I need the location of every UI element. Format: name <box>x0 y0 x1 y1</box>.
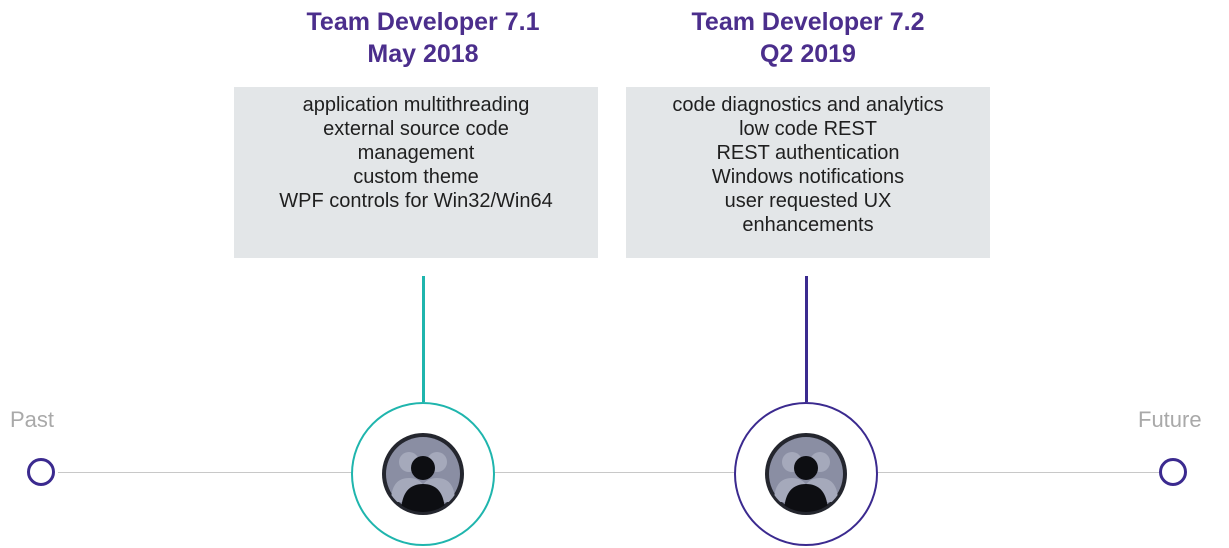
milestone-2-version: Team Developer 7.2 <box>691 8 925 36</box>
feature-item: application multithreading <box>302 94 530 116</box>
timeline-axis <box>58 472 1160 473</box>
feature-item: code diagnostics and analytics <box>672 94 944 116</box>
feature-item: user requested UX <box>724 190 892 212</box>
milestone-1-version: Team Developer 7.1 <box>306 8 540 36</box>
feature-item: management <box>357 142 475 164</box>
milestone-2-connector <box>805 276 808 402</box>
feature-item: REST authentication <box>716 142 900 164</box>
feature-item: custom theme <box>353 166 479 188</box>
future-endpoint-circle <box>1159 458 1187 486</box>
milestone-2-node <box>734 402 878 546</box>
milestone-2-title: Team Developer 7.2 Q2 2019 <box>628 6 988 70</box>
past-label: Past <box>10 407 55 432</box>
feature-item: low code REST <box>739 118 877 140</box>
feature-item: external source code <box>323 118 509 140</box>
milestone-2-date: Q2 2019 <box>760 40 856 68</box>
feature-item: Windows notifications <box>711 166 905 188</box>
users-group-icon <box>382 433 464 515</box>
users-group-icon <box>765 433 847 515</box>
milestone-2-feature-box: code diagnostics and analytics low code … <box>626 87 990 258</box>
future-label: Future <box>1138 407 1202 432</box>
milestone-1-title: Team Developer 7.1 May 2018 <box>243 6 603 70</box>
milestone-1-date: May 2018 <box>367 40 479 68</box>
feature-item: enhancements <box>742 214 874 236</box>
milestone-1-connector <box>422 276 425 402</box>
feature-item: WPF controls for Win32/Win64 <box>279 190 553 212</box>
past-endpoint-circle <box>27 458 55 486</box>
milestone-1-feature-box: application multithreading external sour… <box>234 87 598 258</box>
milestone-1-node <box>351 402 495 546</box>
